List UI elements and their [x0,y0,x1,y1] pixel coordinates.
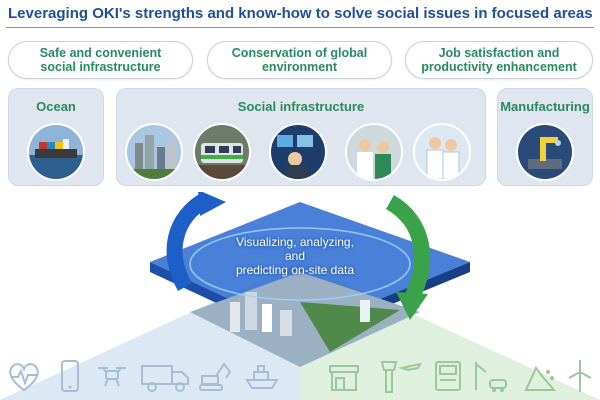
data-platform [150,202,470,332]
theme-line: productivity enhancement [421,60,577,74]
center-line: Visualizing, analyzing, [236,235,354,249]
center-line: predicting on-site data [235,263,355,277]
building [230,302,240,332]
city-photo [125,123,183,181]
download-arrow [385,195,431,301]
operator-room-photo [269,123,327,181]
excavator-icon [199,362,232,391]
smart-city-scene [0,192,600,400]
control-tower-icon [380,361,422,393]
building [360,300,370,322]
download-arrow-head [396,292,428,320]
ship-icon [245,365,279,389]
title-divider [6,27,594,28]
area-ocean-panel: Ocean [8,88,104,186]
theme-line: Safe and convenient [39,46,162,60]
store-icon [329,365,359,391]
area-manufacturing-label: Manufacturing [500,99,590,114]
heart-rate-icon [9,363,39,392]
network-ring [189,227,411,301]
traffic-camera-icon [475,362,507,392]
area-manufacturing-panel: Manufacturing [497,88,593,186]
building [280,310,292,336]
train-photo [193,123,251,181]
upload-arrow-head [198,192,226,216]
drone-icon [98,367,126,387]
building [262,304,272,332]
upload-arrow [166,193,210,291]
smartphone-icon [61,360,79,392]
page-title: Leveraging OKI's strengths and know-how … [8,5,593,22]
atm-icon [435,361,461,391]
engineers-photo [345,123,403,181]
area-social-infrastructure-label: Social infrastructure [237,99,365,114]
landslide-icon [524,366,557,391]
area-social-infrastructure-panel: Social infrastructure [116,88,486,186]
wind-turbine-icon [568,360,592,392]
medical-staff-photo [413,123,471,181]
theme-line: environment [261,60,337,74]
building [245,292,257,330]
center-line: and [284,249,306,263]
area-ocean-label: Ocean [36,99,76,114]
truck-icon [141,365,189,392]
theme-line: Job satisfaction and [438,46,560,60]
center-caption: Visualizing, analyzing, and predicting o… [195,235,395,277]
theme-line: Conservation of global [231,46,368,60]
theme-line: social infrastructure [40,60,161,74]
mountain [300,302,400,352]
robot-arm-photo [516,123,574,181]
cargo-ship-photo [27,123,85,181]
